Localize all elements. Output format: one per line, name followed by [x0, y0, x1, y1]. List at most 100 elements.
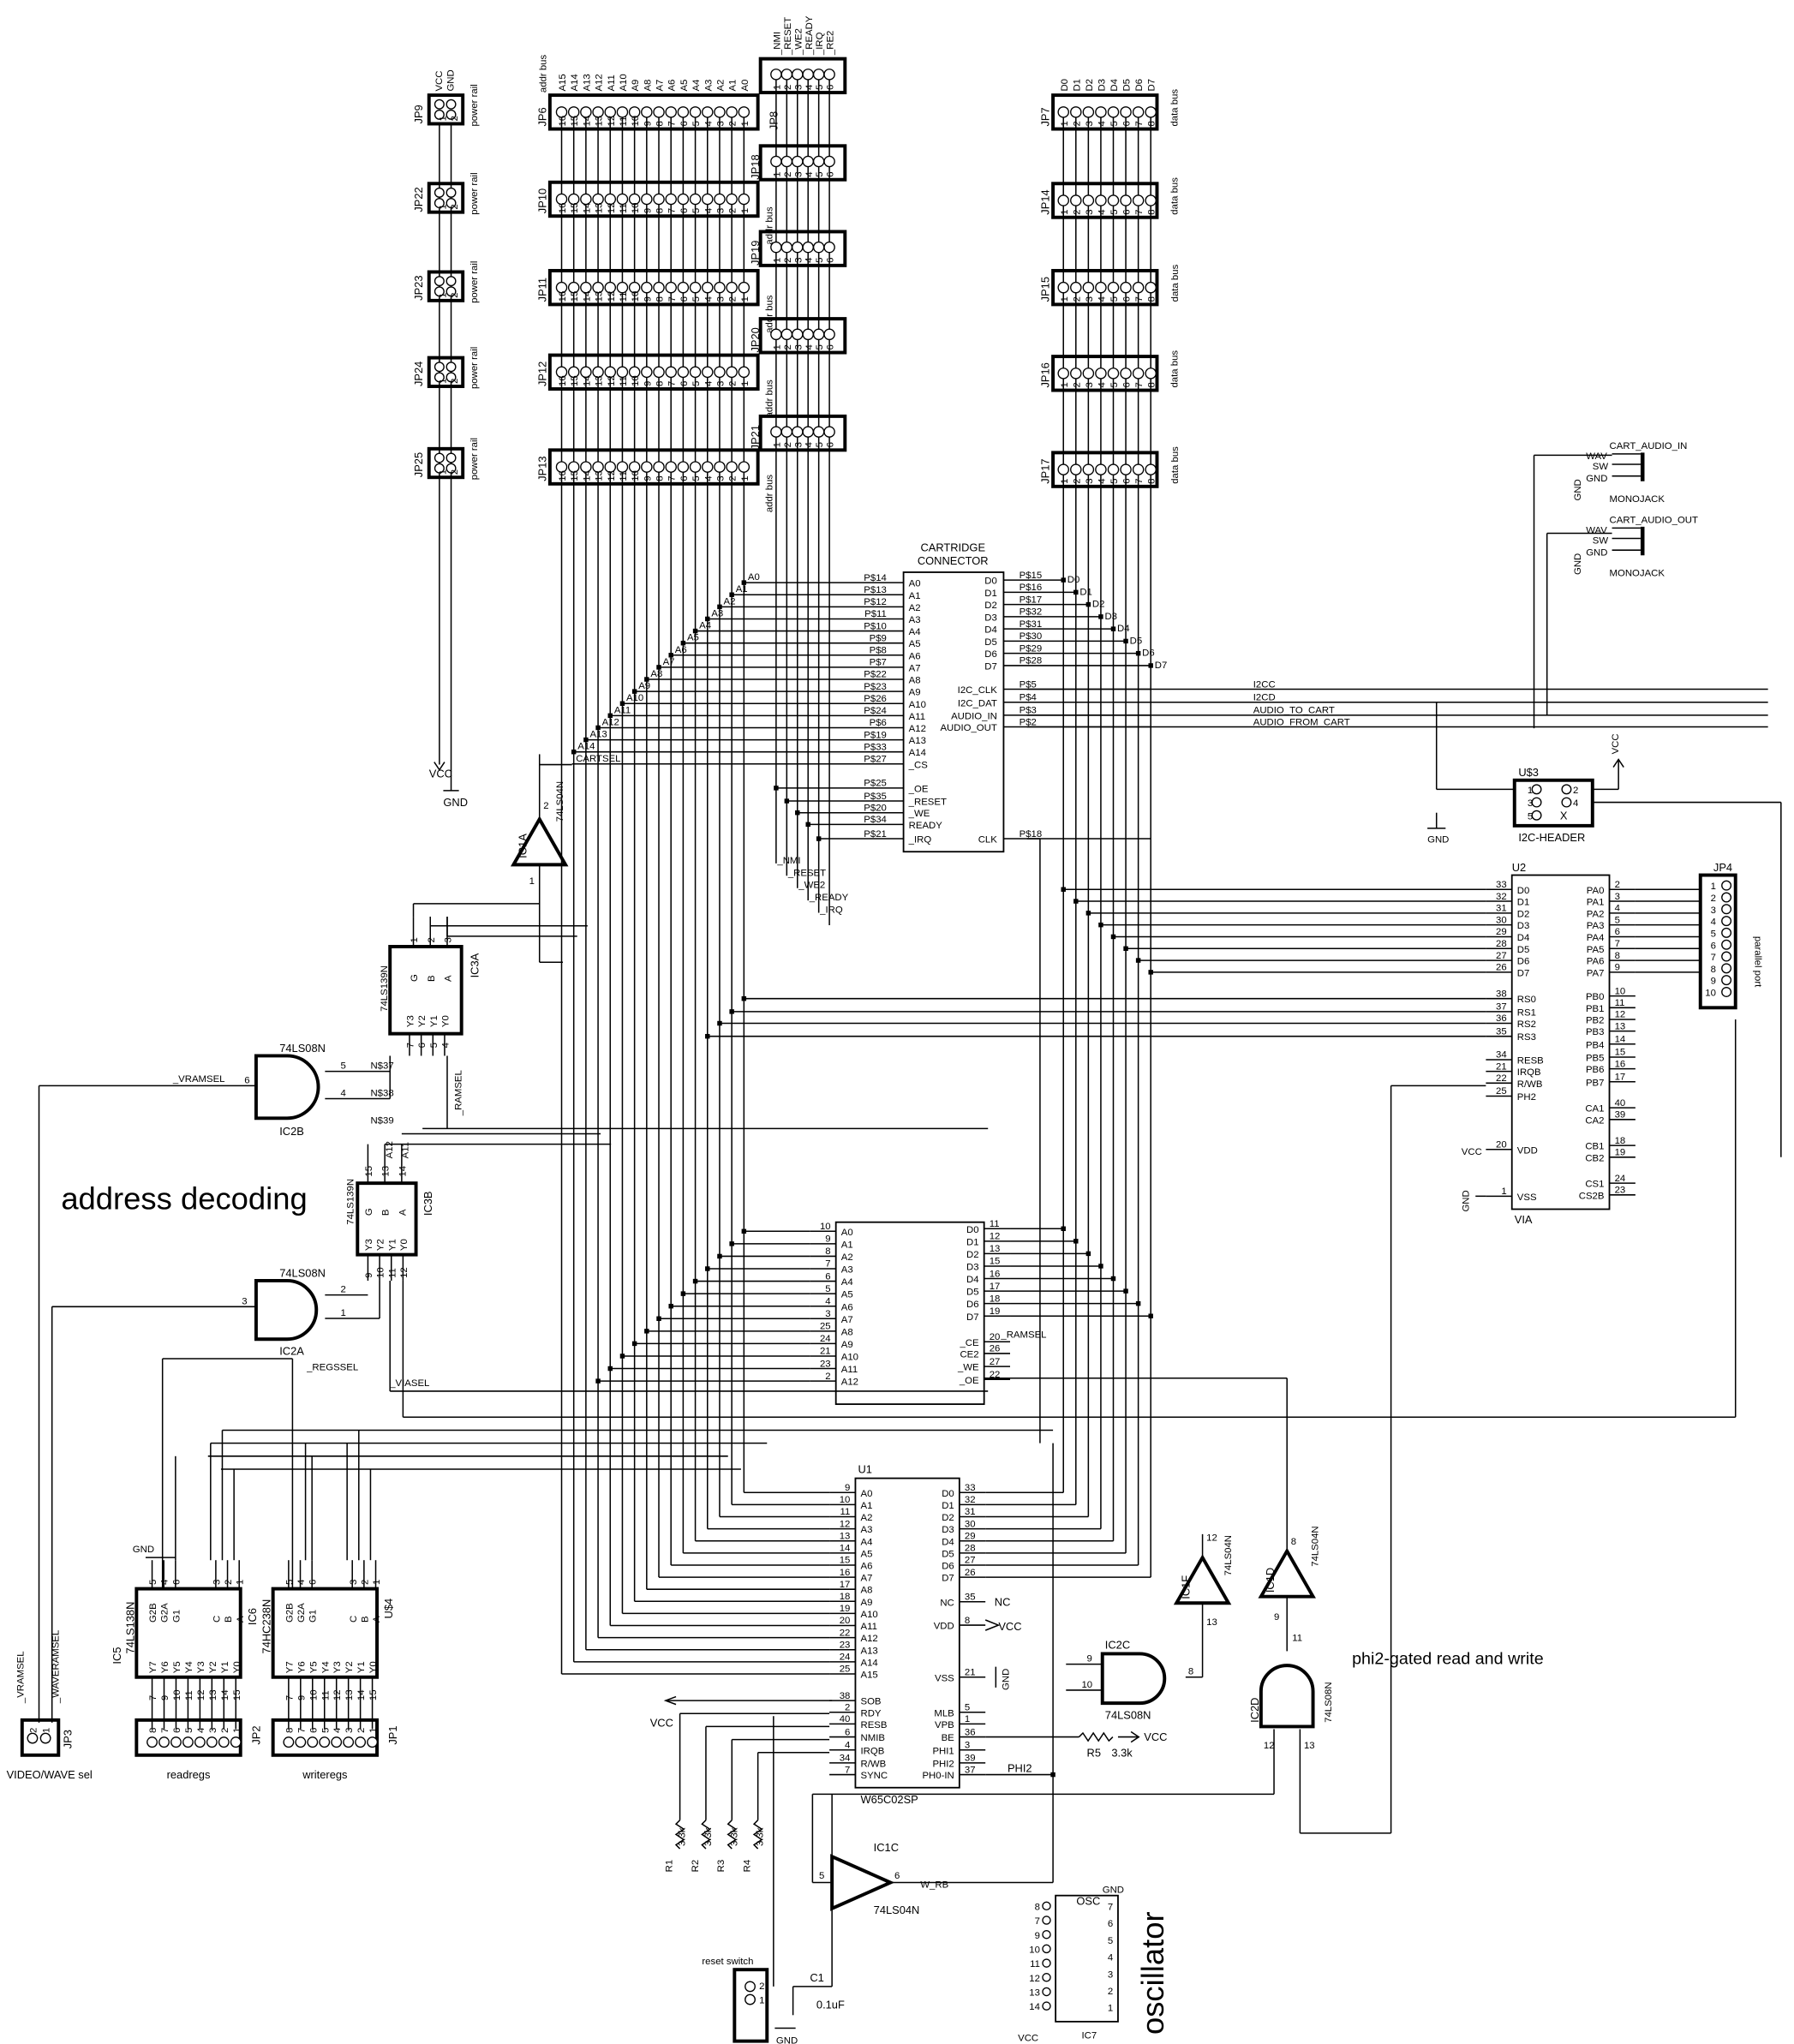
pin-pad	[616, 106, 629, 118]
pin-name: A4	[841, 1277, 853, 1288]
decoder-ic5	[135, 1587, 242, 1679]
junction	[1135, 958, 1141, 963]
pin-pad	[592, 366, 604, 379]
junction	[774, 786, 779, 791]
header-ref: JP7	[1039, 107, 1052, 126]
pin-number: 5	[1109, 478, 1120, 483]
net-label: CART_AUDIO_IN	[1610, 441, 1688, 451]
net-label: A3	[711, 608, 723, 619]
signal-label: A11	[607, 75, 617, 91]
pin-name: Y0	[441, 1015, 451, 1027]
pin-number: 3	[793, 171, 804, 176]
pin-pad	[446, 276, 457, 287]
pin-number: 6	[1122, 296, 1133, 302]
pin-pad	[1721, 963, 1732, 974]
pin-number: 13	[595, 291, 605, 302]
pin-number: 2	[450, 292, 460, 297]
vcc-label: VCC	[429, 768, 452, 780]
pin-number: 10	[376, 1267, 386, 1278]
net-label: AUDIO_FROM_CART	[1253, 717, 1350, 727]
pin-number: 38	[840, 1691, 851, 1701]
header-ref: JP8	[767, 111, 780, 130]
pin-number: 17	[1615, 1073, 1626, 1083]
junction	[1061, 577, 1066, 583]
header-label: data bus	[1170, 264, 1181, 302]
gnd-label: GND	[1001, 1669, 1011, 1690]
pin-name: VDD	[934, 1622, 954, 1632]
junction	[1110, 626, 1116, 631]
pin-pad	[446, 99, 457, 110]
signal-label: _IRQ	[815, 32, 825, 56]
net-label: _WAVERAMSEL	[51, 1630, 61, 1704]
part-value: 74LS08N	[1105, 1708, 1151, 1721]
pin-number: 3	[1528, 798, 1533, 809]
part-ref: U$4	[382, 1599, 395, 1619]
vcc-arrow-icon	[434, 762, 446, 771]
pin-name: D5	[966, 1288, 979, 1298]
vcc-arrow-icon	[1130, 1730, 1140, 1743]
pin-name: RESB	[1517, 1056, 1544, 1067]
pin-number: 32	[965, 1495, 976, 1505]
junction	[1148, 663, 1153, 668]
pin-pad	[628, 193, 641, 206]
pin-number: 1	[1108, 2004, 1113, 2014]
pin-number: 5	[320, 1728, 331, 1733]
pin-name: A11	[861, 1622, 877, 1632]
pin-pad	[1145, 281, 1157, 294]
pin-name: B	[427, 975, 437, 982]
pin-number: 16	[558, 291, 568, 302]
pin-number: 12	[1029, 1974, 1040, 1984]
pin-number: 7	[667, 381, 678, 386]
junction	[741, 580, 747, 585]
pin-name: Y1	[220, 1661, 230, 1673]
pin-pad	[1120, 463, 1132, 475]
pin-pad	[780, 155, 793, 168]
pin-name: D0	[984, 577, 997, 587]
pin-pad	[802, 426, 814, 438]
junction	[1110, 1276, 1116, 1282]
pin-number: 11	[619, 117, 629, 127]
pin-name: A0	[841, 1228, 853, 1238]
pin-number: 2	[450, 379, 460, 384]
pin-name: CE2	[960, 1349, 978, 1360]
pin-pad	[218, 1736, 230, 1748]
pin-pad	[592, 106, 604, 118]
data-bus-header	[1051, 355, 1159, 392]
junction	[1073, 589, 1079, 595]
pin-number: 12	[607, 375, 617, 386]
part-value: 3.3k	[1111, 1746, 1133, 1759]
pad-label: P$18	[1020, 829, 1043, 840]
pin-number: 24	[1615, 1174, 1626, 1184]
pin-number: 36	[965, 1727, 976, 1737]
resistor-icon	[1078, 1731, 1114, 1742]
header-ref: JP20	[749, 327, 762, 352]
pin-number: 4	[296, 1580, 307, 1585]
pin-number: 2	[728, 381, 739, 386]
pin-pad	[283, 1736, 295, 1748]
header-ref: JP11	[535, 278, 548, 302]
pin-name: A	[372, 1616, 382, 1623]
pin-number: 15	[990, 1257, 1001, 1267]
pin-name: A15	[861, 1670, 878, 1681]
pin-number: 1	[410, 937, 420, 942]
power-rail-header	[427, 270, 465, 302]
part-ref: IC1F	[1179, 1575, 1192, 1599]
net-label: _VRAMSEL	[15, 1651, 26, 1704]
pin-name: D1	[1517, 898, 1530, 908]
pin-number: 10	[631, 291, 641, 302]
pin-number: 3	[716, 475, 727, 481]
part-value: 74LS08N	[279, 1266, 326, 1279]
pin-number: 7	[296, 1728, 307, 1733]
pin-name: IRQB	[1517, 1067, 1541, 1078]
header-ref: JP2	[249, 1725, 262, 1744]
pin-number: 14	[1029, 2002, 1040, 2012]
pin-pad	[580, 106, 592, 118]
signal-label: A9	[631, 80, 641, 92]
pin-name: CB2	[1585, 1153, 1604, 1163]
pin-pad	[434, 372, 445, 383]
pin-number: 4	[341, 1088, 346, 1098]
signal-label: D3	[1097, 79, 1107, 92]
and-gate-ic2b	[254, 1054, 320, 1121]
part-value: 3.3k	[678, 1827, 688, 1846]
signal-label: D1	[1072, 79, 1082, 92]
